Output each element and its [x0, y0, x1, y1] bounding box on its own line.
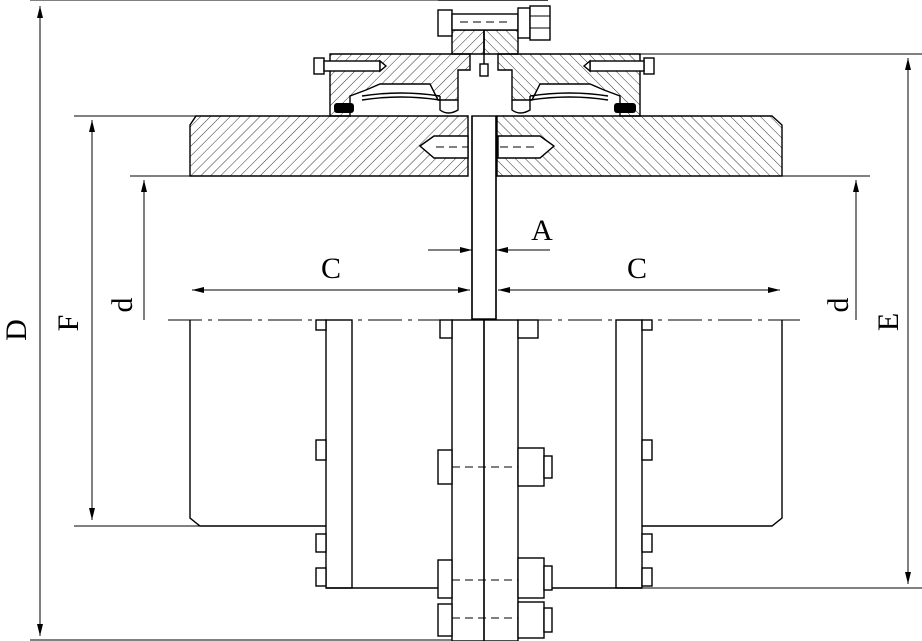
label-F: F: [52, 315, 85, 332]
right-hub-section: [496, 115, 783, 177]
left-hub-section: [189, 115, 469, 177]
label-d-right: d: [822, 298, 855, 313]
label-C-left: C: [321, 252, 341, 285]
label-C-right: C: [627, 252, 647, 285]
label-d-left: d: [106, 298, 139, 313]
upper-section-view: [189, 0, 783, 320]
extension-lines: [30, 0, 922, 641]
right-seal: [614, 103, 636, 113]
lower-outline-view: [189, 319, 783, 641]
lower-bolts: [315, 319, 653, 639]
dimension-lines: [37, 6, 911, 636]
left-seal: [334, 103, 354, 113]
label-E: E: [872, 313, 905, 331]
label-D: D: [0, 319, 33, 341]
label-A: A: [531, 214, 553, 247]
